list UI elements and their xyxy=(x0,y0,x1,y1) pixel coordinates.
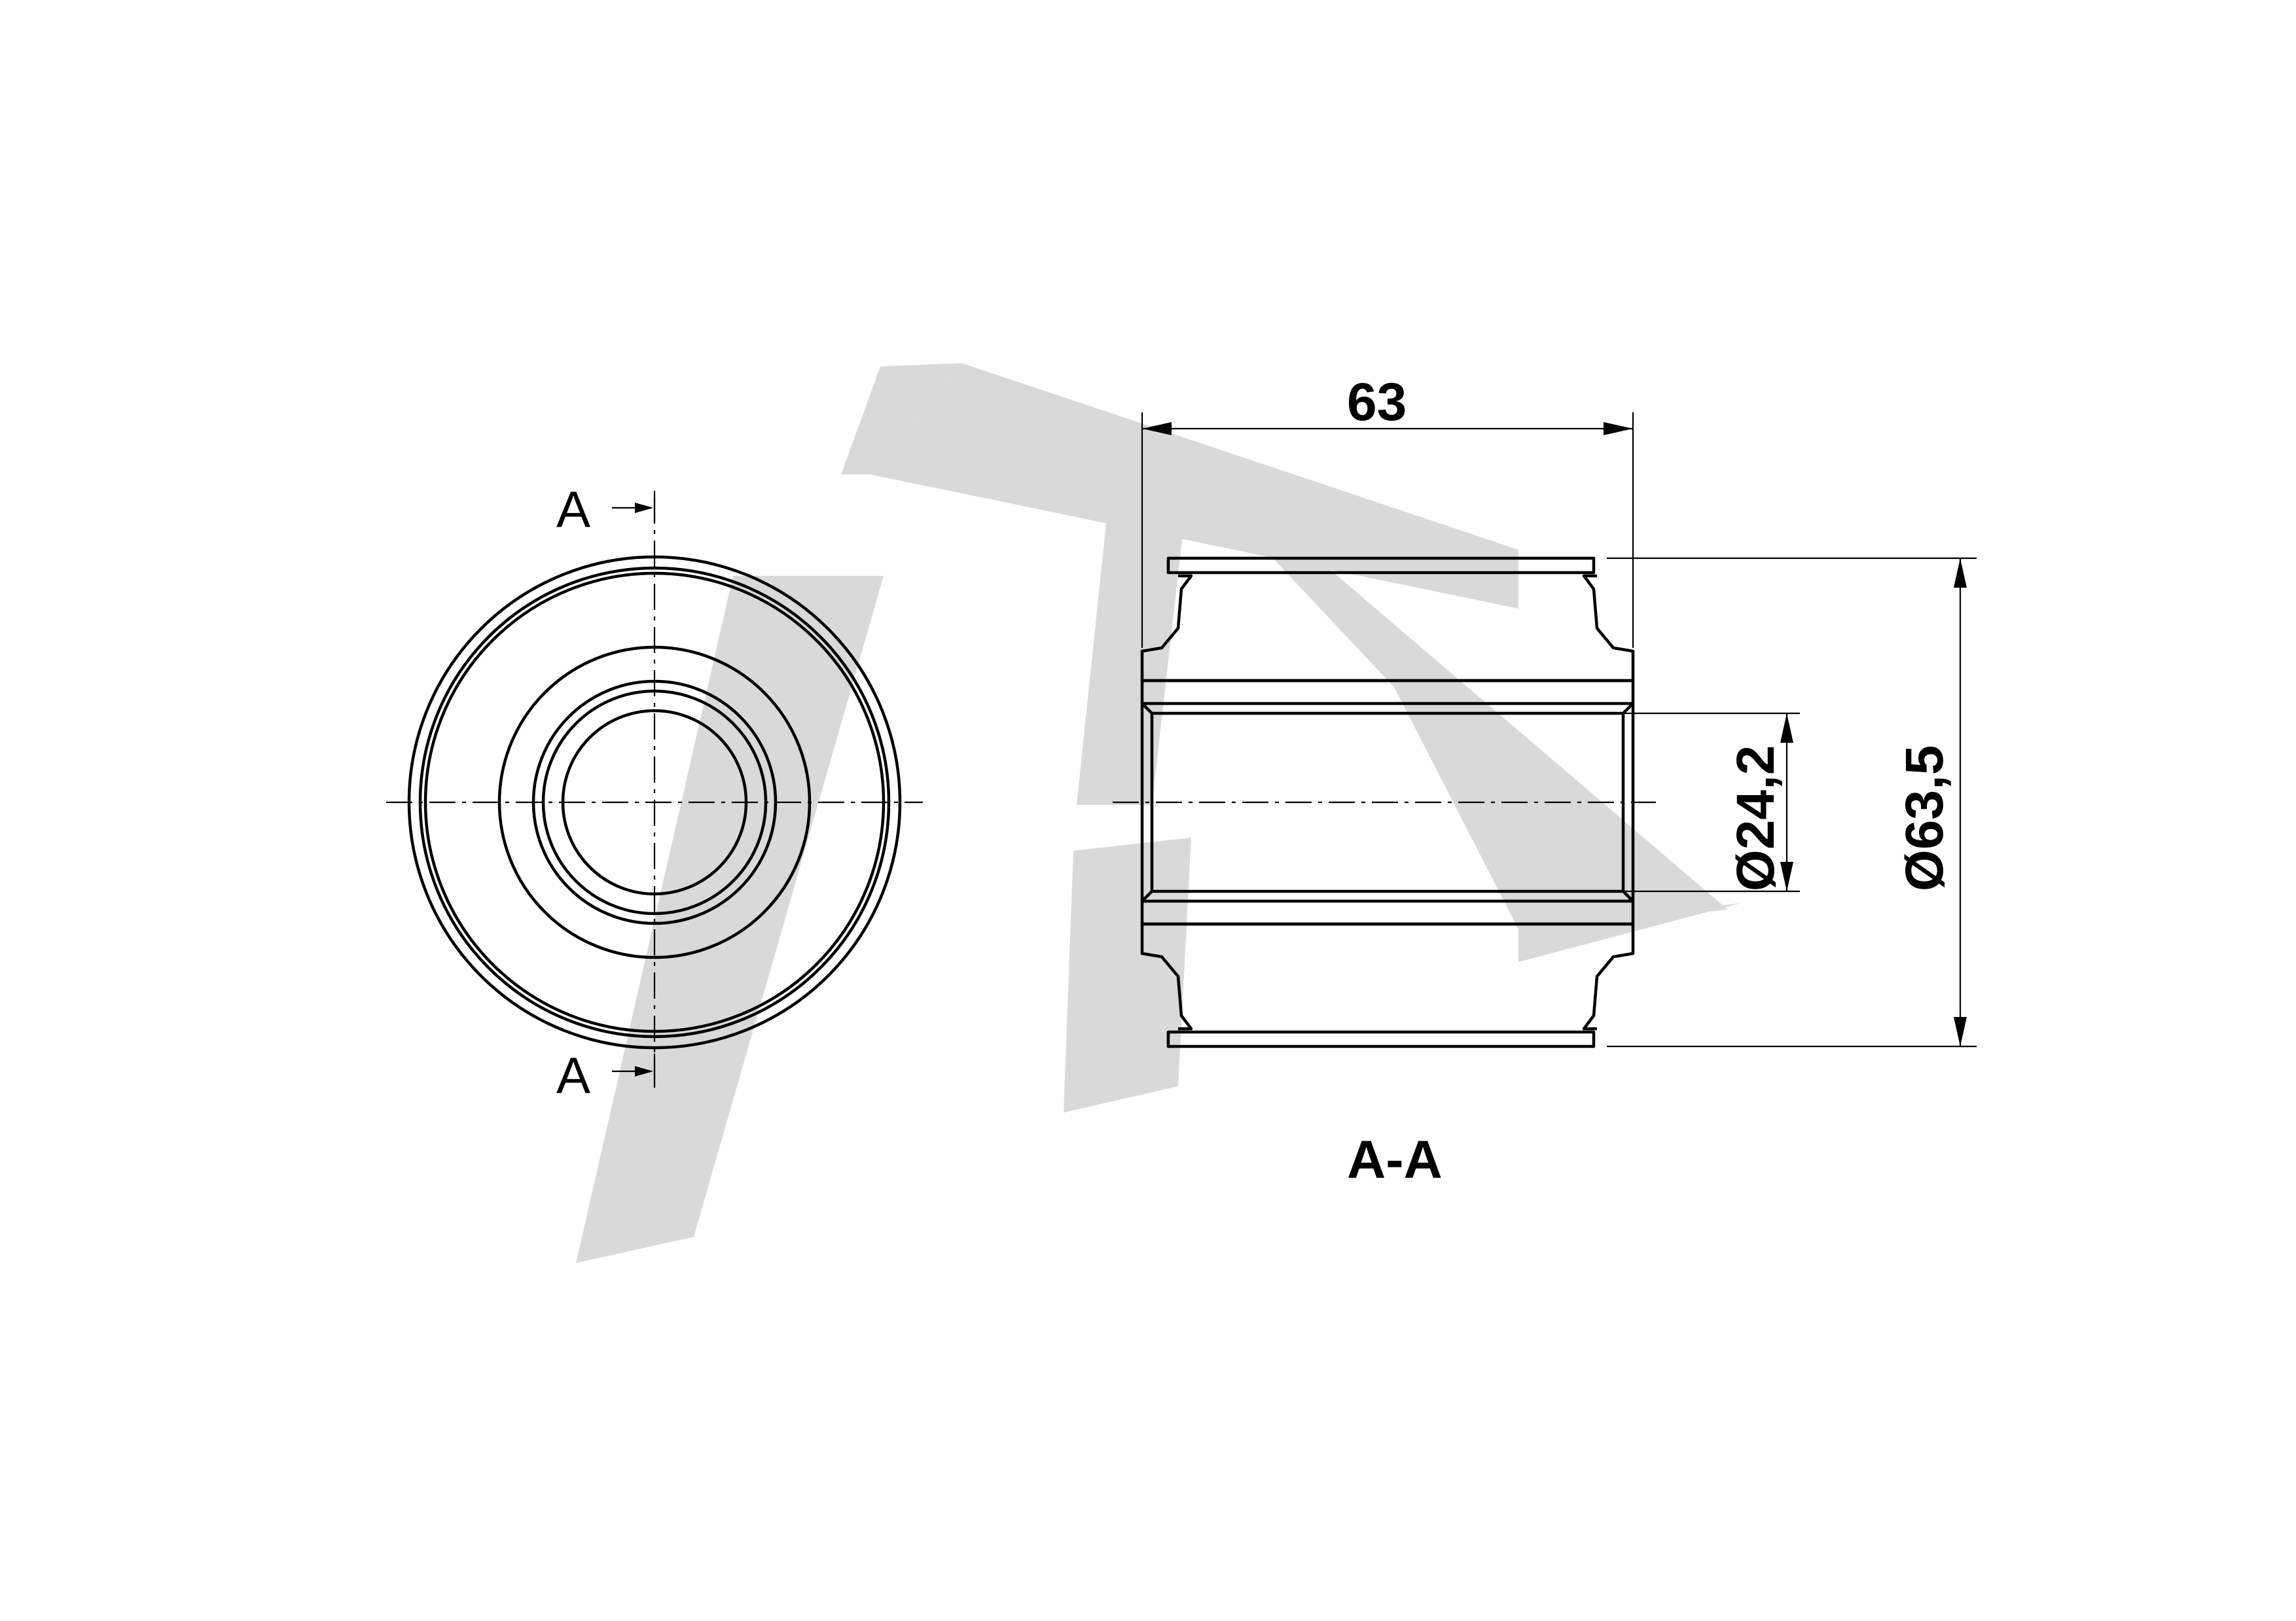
logo-stroke-6 xyxy=(1240,524,1728,929)
logo-stroke-5 xyxy=(1064,838,1191,1113)
cut-label-top: A xyxy=(556,480,590,538)
dim-63-5-arrow-bottom xyxy=(1954,1017,1967,1046)
cut-arrowhead-bottom xyxy=(635,1066,653,1077)
logo-stroke-1 xyxy=(841,363,962,474)
front-view: A A xyxy=(386,480,923,1104)
dim-63-arrow-left xyxy=(1142,422,1172,435)
inner-sleeve-mid-circle xyxy=(541,689,768,916)
dim-24-arrow-top xyxy=(1780,713,1793,743)
outer-sleeve-circle xyxy=(407,555,902,1050)
rubber-outer-circle xyxy=(423,571,886,1033)
cut-arrowhead-top xyxy=(635,503,653,513)
dim-24-arrow-bottom xyxy=(1780,862,1793,891)
bore-circle xyxy=(561,709,748,896)
dim-63-arrow-right xyxy=(1604,422,1633,435)
section-bottom-half xyxy=(1140,899,1635,1048)
cut-label-bottom: A xyxy=(556,1046,590,1104)
section-title: A-A xyxy=(1347,1130,1443,1190)
section-view: 63 Ø24,2 Ø63,5 A-A xyxy=(1113,372,1977,1190)
logo-stroke-4 xyxy=(1077,517,1185,805)
logo-stroke-7 xyxy=(1518,903,1741,962)
section-top-half xyxy=(1140,556,1635,705)
logo-watermark xyxy=(576,363,1741,1263)
inner-sleeve-top xyxy=(1140,679,1635,705)
outer-sleeve-inner-circle xyxy=(418,566,891,1039)
outer-sleeve-bottom xyxy=(1166,1030,1596,1048)
dim-length-label: 63 xyxy=(1347,372,1407,432)
rubber-bottom xyxy=(1140,922,1635,1031)
inner-sleeve-outer-circle xyxy=(531,679,778,925)
rubber-inner-circle xyxy=(497,645,812,959)
logo-stroke-3 xyxy=(576,576,884,1263)
dim-inner-diameter-label: Ø24,2 xyxy=(1726,745,1785,891)
dim-outer-diameter-label: Ø63,5 xyxy=(1895,745,1954,891)
outer-sleeve-top xyxy=(1166,556,1596,575)
logo-stroke-2 xyxy=(870,363,1518,609)
dim-63-5-arrow-top xyxy=(1954,558,1967,588)
